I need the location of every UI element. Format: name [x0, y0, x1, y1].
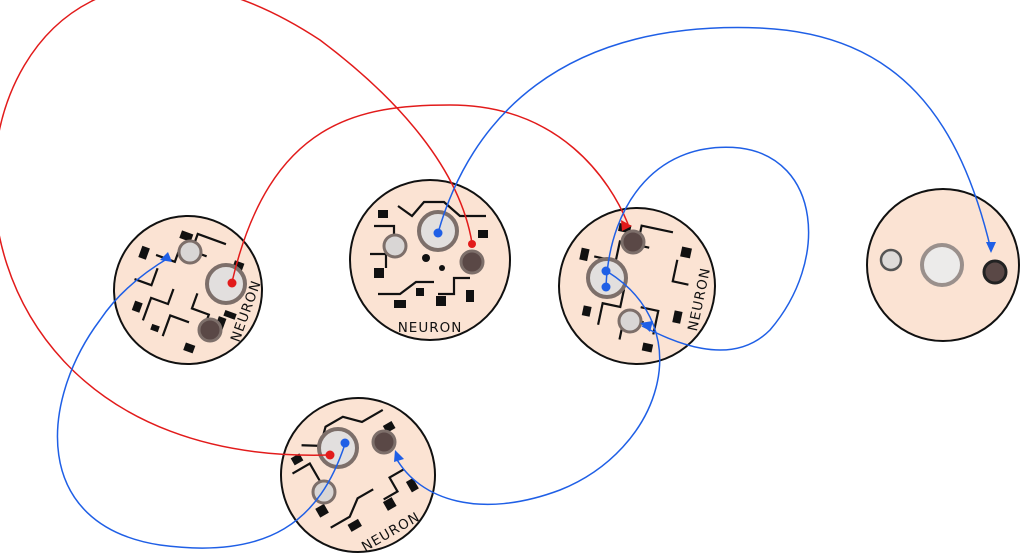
inhibitory-connection-1[interactable] — [437, 26, 992, 251]
pcb-pads — [290, 421, 419, 532]
excitatory-dot — [468, 240, 476, 248]
wire-arrowheads — [160, 220, 996, 462]
inhibitory-arrowhead — [640, 321, 653, 332]
wire-endpoints — [227, 228, 611, 460]
inhibitory-dot — [340, 438, 350, 448]
jack-output-bottom[interactable] — [617, 308, 643, 334]
jack-output-light[interactable] — [879, 248, 903, 272]
inhibitory-connection-4[interactable] — [395, 271, 661, 506]
jack-center[interactable] — [205, 263, 247, 305]
inhibitory-connection-3[interactable] — [56, 256, 346, 549]
excitatory-dot — [227, 278, 237, 288]
jack-output-right[interactable] — [459, 249, 485, 275]
inhibitory-dot — [433, 228, 443, 238]
excitatory-connection-2[interactable] — [231, 104, 629, 283]
board-disc — [113, 215, 263, 365]
inhibitory-arrowhead — [986, 242, 996, 253]
neuron-board-1: NEURON — [113, 215, 265, 365]
inhibitory-arrowhead — [160, 252, 172, 262]
jack-output-bottom[interactable] — [197, 317, 223, 343]
neuron-board-2: NEURON — [349, 179, 511, 341]
excitatory-arrowhead — [621, 220, 632, 231]
board-disc — [558, 207, 716, 365]
excitatory-dot — [325, 450, 335, 460]
excitatory-connection-1[interactable] — [0, 0, 473, 456]
inhibitory-arrowhead — [394, 450, 404, 462]
jack-output-right[interactable] — [371, 429, 397, 455]
neuron-label: NEURON — [398, 320, 463, 336]
inhibitory-dot — [601, 282, 611, 292]
jack-input-top[interactable] — [620, 229, 646, 255]
jack-output-center[interactable] — [920, 243, 964, 287]
output-board — [866, 188, 1020, 342]
pcb-traces — [291, 408, 404, 529]
pcb-pads — [374, 210, 488, 308]
inhibitory-connection-2[interactable] — [605, 146, 810, 351]
connections — [0, 0, 992, 549]
neuron-board-3: NEURON — [558, 207, 716, 365]
neuron-board-4: NEURON — [280, 397, 436, 555]
jack-output-dark[interactable] — [982, 259, 1008, 285]
jack-input-left[interactable] — [382, 233, 408, 259]
inhibitory-dot — [601, 266, 611, 276]
board-disc — [349, 179, 511, 341]
jack-input-top[interactable] — [177, 239, 203, 265]
